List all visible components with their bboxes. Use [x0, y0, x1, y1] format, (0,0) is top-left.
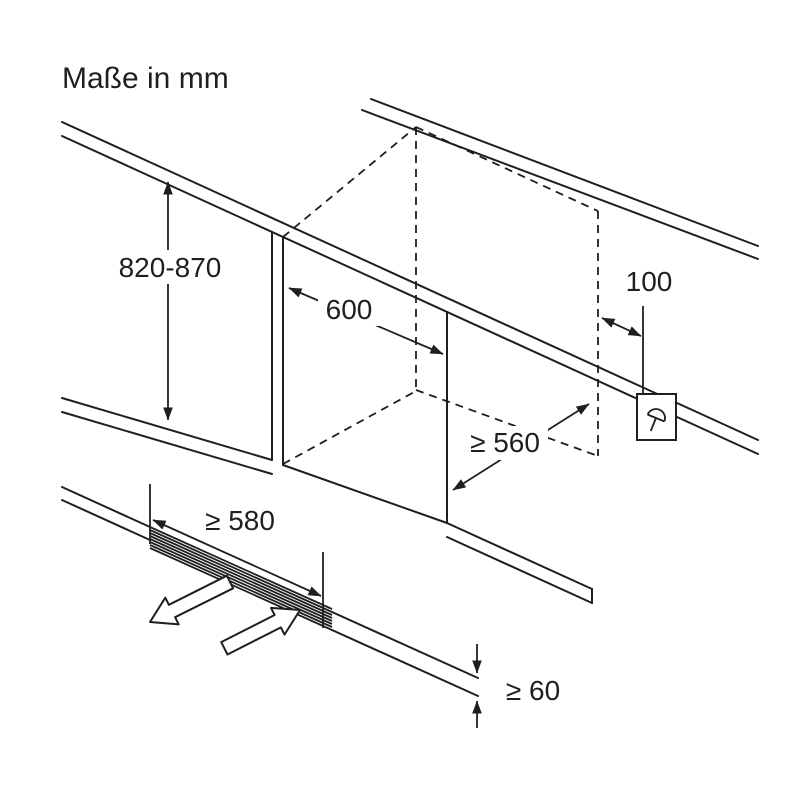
niche-and-right-cabinet: [282, 311, 593, 604]
dimension-plinth-height: ≥ 60: [472, 644, 560, 728]
plinth-depth-label-bg: [197, 504, 285, 538]
power-socket-icon: [636, 393, 677, 441]
height-label: 820-870: [119, 252, 222, 283]
depth-label-bg: [462, 426, 548, 460]
height-label-bg: [108, 250, 232, 284]
depth-label: ≥ 560: [470, 427, 540, 458]
plinth-depth-label: ≥ 580: [205, 505, 275, 536]
width-label-bg: [318, 294, 380, 326]
plinth-height-label: ≥ 60: [506, 675, 560, 706]
plinth-remove-arrow: [149, 574, 235, 626]
dimension-height: 820-870: [108, 181, 232, 421]
niche-hidden-edges: [282, 126, 599, 465]
dimension-niche-width: 600: [288, 287, 444, 355]
dimension-plinth-depth: ≥ 580: [149, 484, 324, 628]
clearance-label: 100: [626, 266, 673, 297]
units-label: Maße in mm: [62, 62, 229, 95]
width-label: 600: [326, 294, 373, 325]
left-cabinet: [61, 231, 284, 475]
dimension-depth: ≥ 560: [452, 403, 590, 491]
plinth-insert-arrow: [220, 606, 301, 656]
dimension-clearance: 100: [601, 266, 673, 394]
